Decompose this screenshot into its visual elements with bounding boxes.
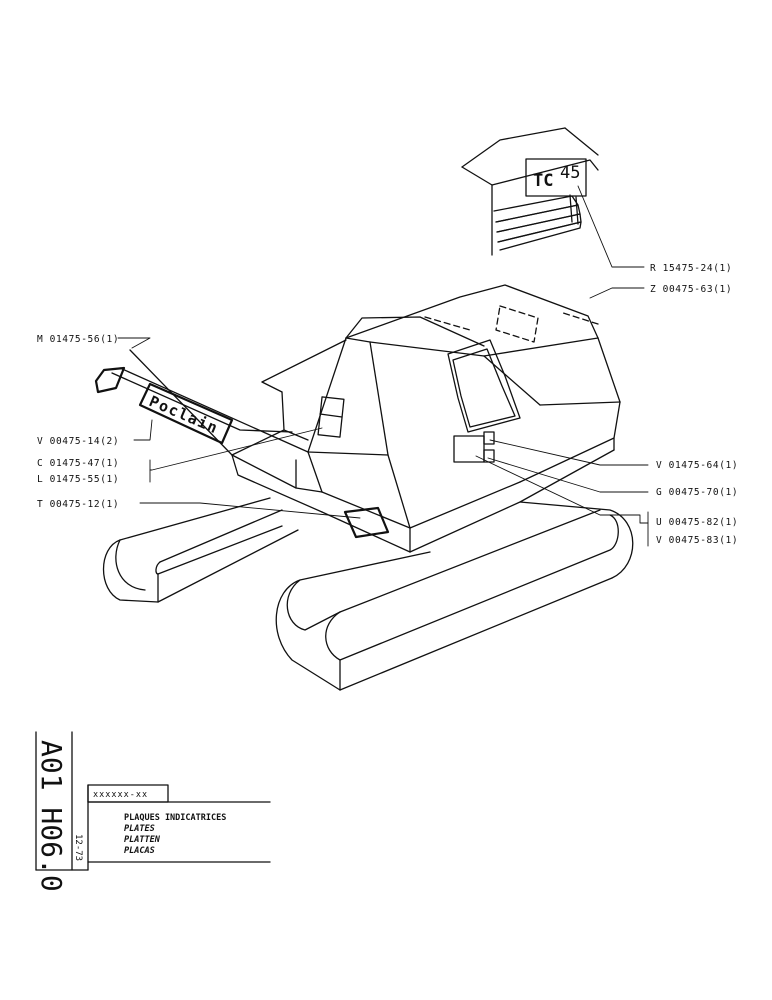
- engine-hood-plate: [495, 305, 539, 343]
- title-fr: PLAQUES INDICATRICES: [124, 813, 226, 823]
- callout-r: R 15475-24(1): [650, 263, 732, 274]
- cab-front-plate-large: [453, 435, 485, 463]
- title-de: PLATTEN: [124, 835, 161, 845]
- callout-labels: R 15475-24(1) Z 00475-63(1) M 01475-56(1…: [37, 263, 738, 546]
- model-prefix: TC: [533, 171, 553, 191]
- deck-plate: [343, 506, 390, 539]
- callout-m: M 01475-56(1): [37, 334, 119, 345]
- callout-u: U 00475-82(1): [656, 517, 738, 528]
- leader-lines: [117, 185, 649, 547]
- excavator-illustration: Poclain: [94, 284, 634, 691]
- right-track: [275, 501, 634, 691]
- title-es: PLACAS: [124, 846, 155, 856]
- boom-tip-plate: [94, 366, 126, 394]
- callout-z: Z 00475-63(1): [650, 284, 732, 295]
- callout-t: T 00475-12(1): [37, 499, 119, 510]
- page-id: A01 H06.0: [35, 740, 68, 892]
- part-code: xxxxxx-xx: [93, 790, 148, 800]
- model-plate-detail: TC 45: [461, 127, 599, 256]
- date: 12-73: [73, 834, 83, 861]
- model-plate: [525, 158, 587, 197]
- grille: [493, 194, 582, 251]
- callout-g: G 00475-70(1): [656, 487, 738, 498]
- cab-side-plate: [317, 396, 345, 438]
- brand-plate: [138, 382, 234, 445]
- cab-front-plate-small-top: [483, 431, 495, 445]
- title-en: PLATES: [124, 824, 155, 834]
- callout-v83: V 00475-83(1): [656, 535, 738, 546]
- callout-v64: V 01475-64(1): [656, 460, 738, 471]
- callout-v14: V 00475-14(2): [37, 436, 119, 447]
- callout-c: C 01475-47(1): [37, 458, 119, 469]
- left-track: [102, 497, 299, 603]
- title-block: A01 H06.0 12-73 xxxxxx-xx PLAQUES INDICA…: [35, 731, 271, 892]
- model-number: 45: [560, 163, 580, 183]
- callout-l: L 01475-55(1): [37, 474, 119, 485]
